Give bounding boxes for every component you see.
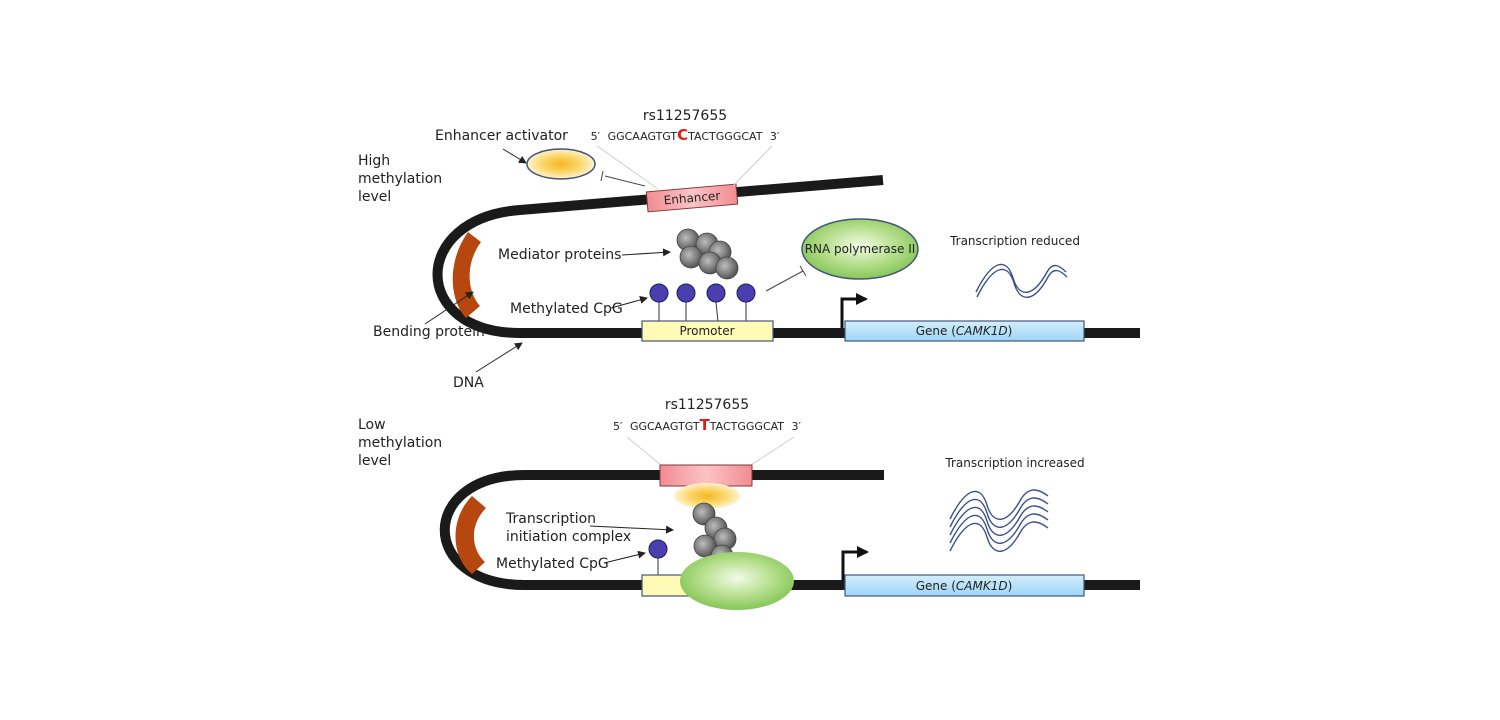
snp-id: rs11257655	[643, 108, 727, 124]
promoter-box: Promoter	[641, 320, 774, 342]
snp-sequence: 5′ GGCAAGTGTTTACTGGGCAT 3′	[613, 416, 802, 434]
gene-label: Gene (CAMK1D)	[916, 579, 1013, 593]
transcription-reduced-label: Transcription reduced	[949, 234, 1080, 248]
transcription-start-arrow	[841, 546, 869, 581]
transcript-waves	[949, 489, 1049, 552]
cpg-arrow	[610, 296, 648, 309]
dna-arrow	[475, 342, 523, 373]
bending-protein	[452, 232, 481, 318]
rna-polymerase-ii	[801, 218, 919, 280]
snp-zoom-line	[626, 436, 662, 466]
mediator-proteins-label: Mediator proteins	[498, 247, 621, 263]
enhancer-box: Enhancer	[645, 183, 739, 213]
rna-polymerase-ii	[680, 552, 794, 610]
methylated-cpg-site	[648, 539, 668, 576]
high-state-label: High methylation level	[358, 153, 447, 205]
snp-sequence: 5′ GGCAAGTGTCTACTGGGCAT 3′	[591, 126, 780, 144]
dna-strand	[439, 470, 1140, 590]
snp-zoom-line	[732, 145, 773, 187]
low-methylation-panel: Low methylation level rs11257655 5′ GGCA…	[358, 397, 1140, 610]
transcription-increased-label: Transcription increased	[944, 456, 1084, 470]
dna-label: DNA	[453, 375, 484, 391]
gene-label: Gene (CAMK1D)	[916, 324, 1013, 338]
snp-allele: C	[677, 126, 688, 144]
methylated-cpg-label: Methylated CpG	[510, 301, 623, 317]
low-state-label: Low methylation level	[358, 417, 447, 469]
polymerase-inhibition-line	[765, 270, 804, 292]
gene-box: Gene (CAMK1D)	[844, 320, 1085, 342]
methylated-cpg-label: Methylated CpG	[496, 556, 609, 572]
snp-id: rs11257655	[665, 397, 749, 413]
high-methylation-panel: High methylation level Enhancer rs112576…	[358, 108, 1140, 391]
activator-arrow	[502, 148, 527, 164]
cpg-arrow	[603, 550, 646, 564]
complex-arrow	[589, 525, 674, 534]
polymerase-inhibition-bar	[799, 265, 807, 277]
enhancer-label: Enhancer	[663, 189, 721, 208]
rna-polymerase-label: RNA polymerase II	[805, 242, 916, 256]
snp-allele: T	[700, 416, 711, 434]
promoter-label: Promoter	[679, 324, 734, 338]
transcript-waves	[975, 263, 1068, 298]
enhancer-activator	[526, 148, 596, 180]
bending-protein-label: Bending protein	[373, 324, 485, 340]
snp-zoom-line	[596, 145, 659, 190]
enhancer-box	[659, 464, 753, 487]
enhancer-activator	[674, 483, 740, 509]
activator-inhibition-bar	[600, 170, 604, 182]
mediator-proteins	[676, 228, 739, 280]
bending-protein-arrow	[424, 291, 474, 325]
transcription-complex-label: Transcription initiation complex	[505, 511, 631, 545]
gene-box: Gene (CAMK1D)	[844, 574, 1085, 597]
snp-zoom-line	[750, 436, 795, 466]
activator-inhibition-line	[604, 175, 646, 187]
enhancer-activator-label: Enhancer activator	[435, 128, 568, 144]
mediator-arrow	[621, 248, 671, 257]
transcription-start-arrow	[840, 293, 868, 328]
bending-protein	[455, 496, 486, 574]
methylated-cpg-sites	[649, 283, 756, 323]
dna-strand	[432, 175, 1140, 338]
